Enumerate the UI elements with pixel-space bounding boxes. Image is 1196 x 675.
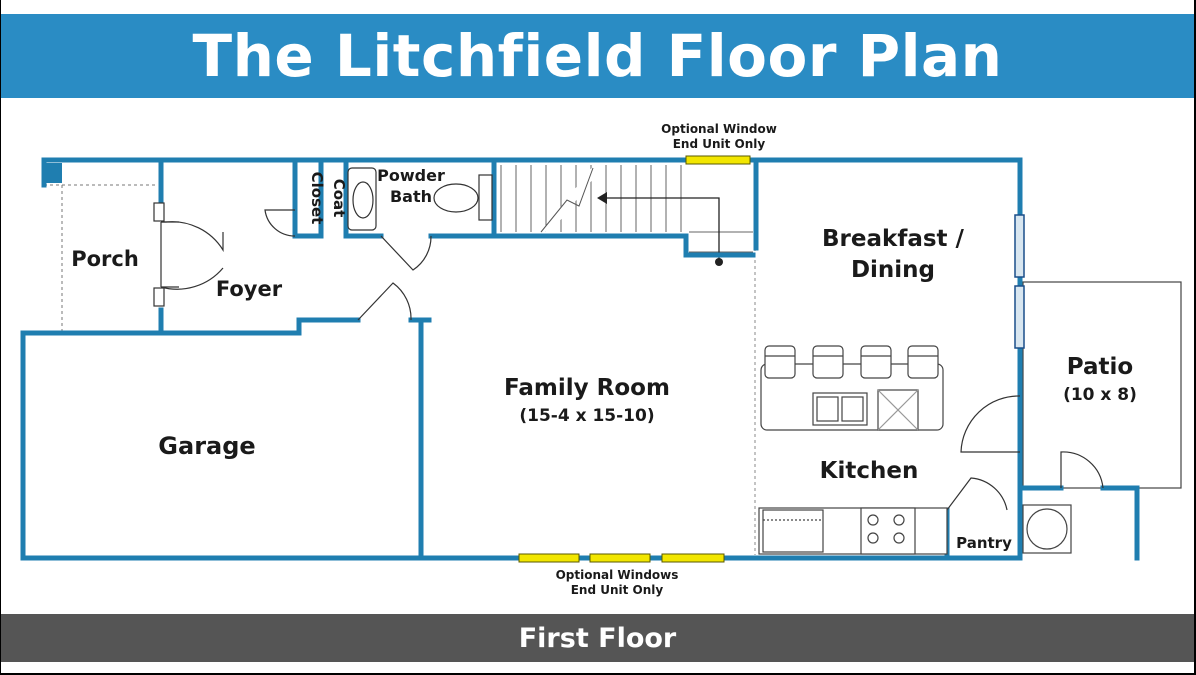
- staircase: [500, 162, 753, 253]
- optional-windows: [518, 155, 751, 563]
- patio-size: (10 x 8): [1063, 385, 1137, 405]
- coat-closet-label-1: Coat: [330, 179, 348, 218]
- bottom-optional-window-1: [518, 553, 580, 563]
- family-room-size: (15-4 x 15-10): [519, 406, 654, 426]
- floor-label: First Floor: [518, 622, 677, 654]
- kitchen-label: Kitchen: [820, 458, 919, 484]
- coat-closet-label-2: Closet: [308, 172, 326, 225]
- powder-bath-fixtures: [347, 167, 493, 231]
- family-room-label: Family Room: [504, 375, 670, 401]
- pantry-label: Pantry: [956, 534, 1012, 552]
- porch-dashed-boundary: [44, 184, 158, 332]
- powder-bath-label-2: Bath: [390, 187, 432, 206]
- footer-bar: First Floor: [1, 614, 1194, 662]
- page-title: The Litchfield Floor Plan: [192, 22, 1003, 90]
- kitchen-counter: [758, 507, 948, 555]
- porch-corner-post: [44, 163, 62, 183]
- top-window-note-1: Optional Window: [661, 122, 777, 136]
- bottom-optional-window-3: [661, 553, 725, 563]
- walls: [20, 157, 1140, 561]
- stair-direction-arrow: [603, 197, 720, 262]
- kitchen-island: [760, 363, 944, 431]
- patio-label: Patio: [1067, 354, 1133, 380]
- utility-fixture: [1022, 504, 1072, 554]
- foyer-label: Foyer: [216, 277, 283, 301]
- stair-start-dot: [715, 258, 723, 266]
- title-bar: The Litchfield Floor Plan: [1, 14, 1194, 98]
- top-window-note-2: End Unit Only: [673, 137, 766, 151]
- bottom-optional-window-2: [589, 553, 651, 563]
- stair-arrow-head: [597, 192, 607, 204]
- bottom-windows-note-2: End Unit Only: [571, 583, 664, 597]
- powder-bath-label-1: Powder: [377, 166, 445, 185]
- right-wall-windows: [1014, 214, 1025, 349]
- breakfast-label-2: Dining: [851, 257, 935, 283]
- bar-stools: [764, 345, 939, 379]
- bottom-windows-note-1: Optional Windows: [556, 568, 679, 582]
- porch-label: Porch: [71, 247, 139, 271]
- top-optional-window: [685, 155, 751, 165]
- doors: [153, 202, 1104, 511]
- breakfast-label-1: Breakfast /: [822, 226, 965, 252]
- garage-label: Garage: [158, 432, 255, 460]
